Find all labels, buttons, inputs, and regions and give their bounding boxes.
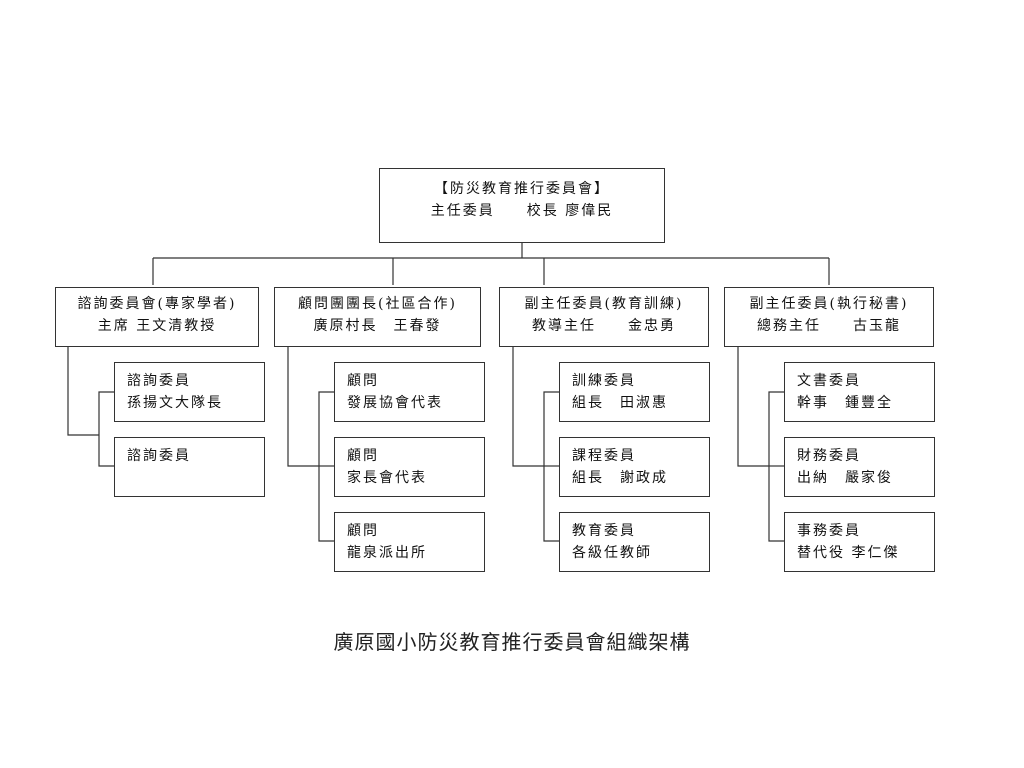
branch-consultant-group: 顧問團團長(社區合作) 廣原村長 王春發 <box>274 287 481 347</box>
member-role: 課程委員 <box>572 448 636 464</box>
member-name: 各級任教師 <box>572 545 652 561</box>
member-name: 出納 嚴家俊 <box>797 470 893 486</box>
branch-education-training: 副主任委員(教育訓練) 教導主任 金忠勇 <box>499 287 709 347</box>
branch-title: 顧問團團長(社區合作) <box>298 296 457 312</box>
member-role: 事務委員 <box>797 523 861 539</box>
branch-title: 副主任委員(教育訓練) <box>524 296 684 312</box>
member-box: 顧問 發展協會代表 <box>334 362 485 422</box>
member-name: 替代役 李仁傑 <box>797 545 900 561</box>
member-name: 組長 田淑惠 <box>572 395 668 411</box>
member-role: 訓練委員 <box>572 373 636 389</box>
member-role: 文書委員 <box>797 373 861 389</box>
branch-title: 副主任委員(執行秘書) <box>749 296 909 312</box>
branch-advisory-committee: 諮詢委員會(專家學者) 主席 王文清教授 <box>55 287 259 347</box>
member-box: 事務委員 替代役 李仁傑 <box>784 512 935 572</box>
member-name: 發展協會代表 <box>347 395 443 411</box>
branch-executive-secretary: 副主任委員(執行秘書) 總務主任 古玉龍 <box>724 287 934 347</box>
member-box: 諮詢委員 孫揚文大隊長 <box>114 362 265 422</box>
member-name: 幹事 鍾豐全 <box>797 395 893 411</box>
member-name: 孫揚文大隊長 <box>127 395 223 411</box>
member-box: 顧問 家長會代表 <box>334 437 485 497</box>
branch-title: 諮詢委員會(專家學者) <box>77 296 237 312</box>
branch-head: 主席 王文清教授 <box>97 318 217 334</box>
member-box: 文書委員 幹事 鍾豐全 <box>784 362 935 422</box>
member-box: 顧問 龍泉派出所 <box>334 512 485 572</box>
member-box: 課程委員 組長 謝政成 <box>559 437 710 497</box>
member-role: 諮詢委員 <box>127 448 191 464</box>
member-box: 財務委員 出納 嚴家俊 <box>784 437 935 497</box>
member-role: 顧問 <box>347 523 379 539</box>
member-role: 教育委員 <box>572 523 636 539</box>
member-name: 家長會代表 <box>347 470 427 486</box>
member-name: 龍泉派出所 <box>347 545 427 561</box>
root-title: 【防災教育推行委員會】 <box>434 181 610 197</box>
root-committee-box: 【防災教育推行委員會】 主任委員 校長 廖偉民 <box>379 168 665 243</box>
member-box: 教育委員 各級任教師 <box>559 512 710 572</box>
member-box: 諮詢委員 <box>114 437 265 497</box>
member-role: 財務委員 <box>797 448 861 464</box>
root-chair: 主任委員 校長 廖偉民 <box>430 203 614 219</box>
diagram-caption: 廣原國小防災教育推行委員會組織架構 <box>333 630 691 654</box>
branch-head: 廣原村長 王春發 <box>313 318 442 334</box>
member-role: 諮詢委員 <box>127 373 191 389</box>
branch-head: 總務主任 古玉龍 <box>757 318 901 334</box>
member-role: 顧問 <box>347 373 379 389</box>
member-name: 組長 謝政成 <box>572 470 668 486</box>
branch-head: 教導主任 金忠勇 <box>532 318 676 334</box>
member-role: 顧問 <box>347 448 379 464</box>
member-box: 訓練委員 組長 田淑惠 <box>559 362 710 422</box>
